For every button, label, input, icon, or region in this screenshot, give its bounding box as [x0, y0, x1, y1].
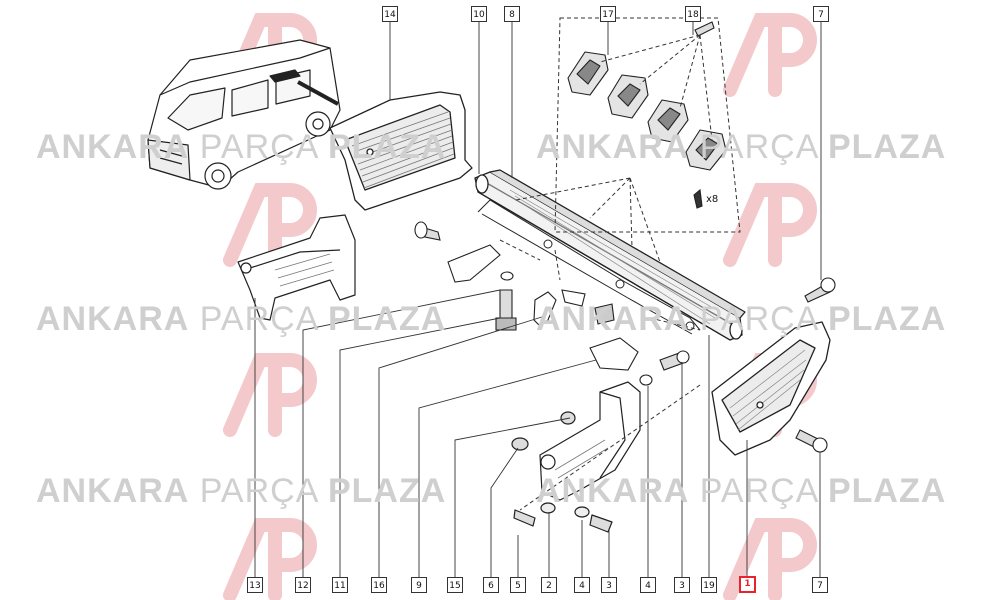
callout-bottom: 2 [541, 577, 557, 593]
bumper-end-cap [711, 321, 831, 456]
callout-top: 8 [504, 6, 520, 22]
watermark-word: ANKARA [536, 472, 690, 510]
fasteners [414, 21, 836, 453]
watermark-logo [223, 518, 317, 600]
watermark-word: PARÇA [699, 472, 818, 510]
quantity-label: x8 [706, 194, 719, 205]
callout-bottom: 16 [371, 577, 387, 593]
leader-lines [254, 22, 822, 577]
callout-bottom: 11 [332, 577, 348, 593]
callout-highlighted: 1 [739, 576, 756, 593]
callout-bottom: 9 [411, 577, 427, 593]
callout-top: 17 [600, 6, 616, 22]
callout-bottom: 3 [674, 577, 690, 593]
watermark-word: ANKARA [36, 472, 190, 510]
callout-bottom: 7 [812, 577, 828, 593]
callout-bottom: 12 [295, 577, 311, 593]
callout-bottom: 4 [640, 577, 656, 593]
watermark-word: PARÇA [699, 300, 818, 338]
callout-bottom: 4 [574, 577, 590, 593]
callout-top: 18 [685, 6, 701, 22]
watermark-word: PLAZA [827, 472, 947, 510]
van-illustration [147, 39, 341, 190]
watermark-word: ANKARA [536, 128, 690, 166]
watermark-word: PLAZA [327, 472, 447, 510]
callout-top: 7 [813, 6, 829, 22]
watermark-word: PLAZA [827, 300, 947, 338]
callout-top: 14 [382, 6, 398, 22]
watermark-logo [723, 518, 817, 600]
callout-bottom: 19 [701, 577, 717, 593]
callout-top: 10 [471, 6, 487, 22]
watermark-word: PARÇA [199, 300, 318, 338]
watermark-word: PARÇA [199, 128, 318, 166]
lower-mounting-bracket [511, 381, 641, 533]
watermark-word: PLAZA [827, 128, 947, 166]
watermark-text: ANKARA PARÇA PLAZA [36, 474, 446, 508]
watermark-word: PARÇA [199, 472, 318, 510]
trim-clip-set [567, 51, 727, 171]
callout-bottom: 5 [510, 577, 526, 593]
wiring-harness [477, 199, 701, 335]
watermark-text: ANKARA PARÇA PLAZA [36, 130, 446, 164]
rear-crossmember [474, 169, 746, 341]
watermark-text: ANKARA PARÇA PLAZA [36, 302, 446, 336]
watermark-logo [723, 13, 817, 97]
watermark-text: ANKARA PARÇA PLAZA [536, 130, 946, 164]
left-bracket [237, 214, 356, 321]
callout-bottom: 15 [447, 577, 463, 593]
watermark-word: ANKARA [36, 128, 190, 166]
watermark-word: PARÇA [699, 128, 818, 166]
watermark-logo [723, 183, 817, 267]
watermark-logo [223, 353, 317, 437]
watermark-logo [223, 183, 317, 267]
watermark-word: ANKARA [36, 300, 190, 338]
side-trim-panel [329, 91, 473, 211]
callout-bottom: 13 [247, 577, 263, 593]
dashed-guide-lines [499, 17, 741, 511]
callout-bottom: 6 [483, 577, 499, 593]
watermark-word: PLAZA [327, 300, 447, 338]
watermark-word: PLAZA [327, 128, 447, 166]
callout-bottom: 3 [601, 577, 617, 593]
watermark-text: ANKARA PARÇA PLAZA [536, 302, 946, 336]
watermark-text: ANKARA PARÇA PLAZA [536, 474, 946, 508]
watermark-word: ANKARA [536, 300, 690, 338]
